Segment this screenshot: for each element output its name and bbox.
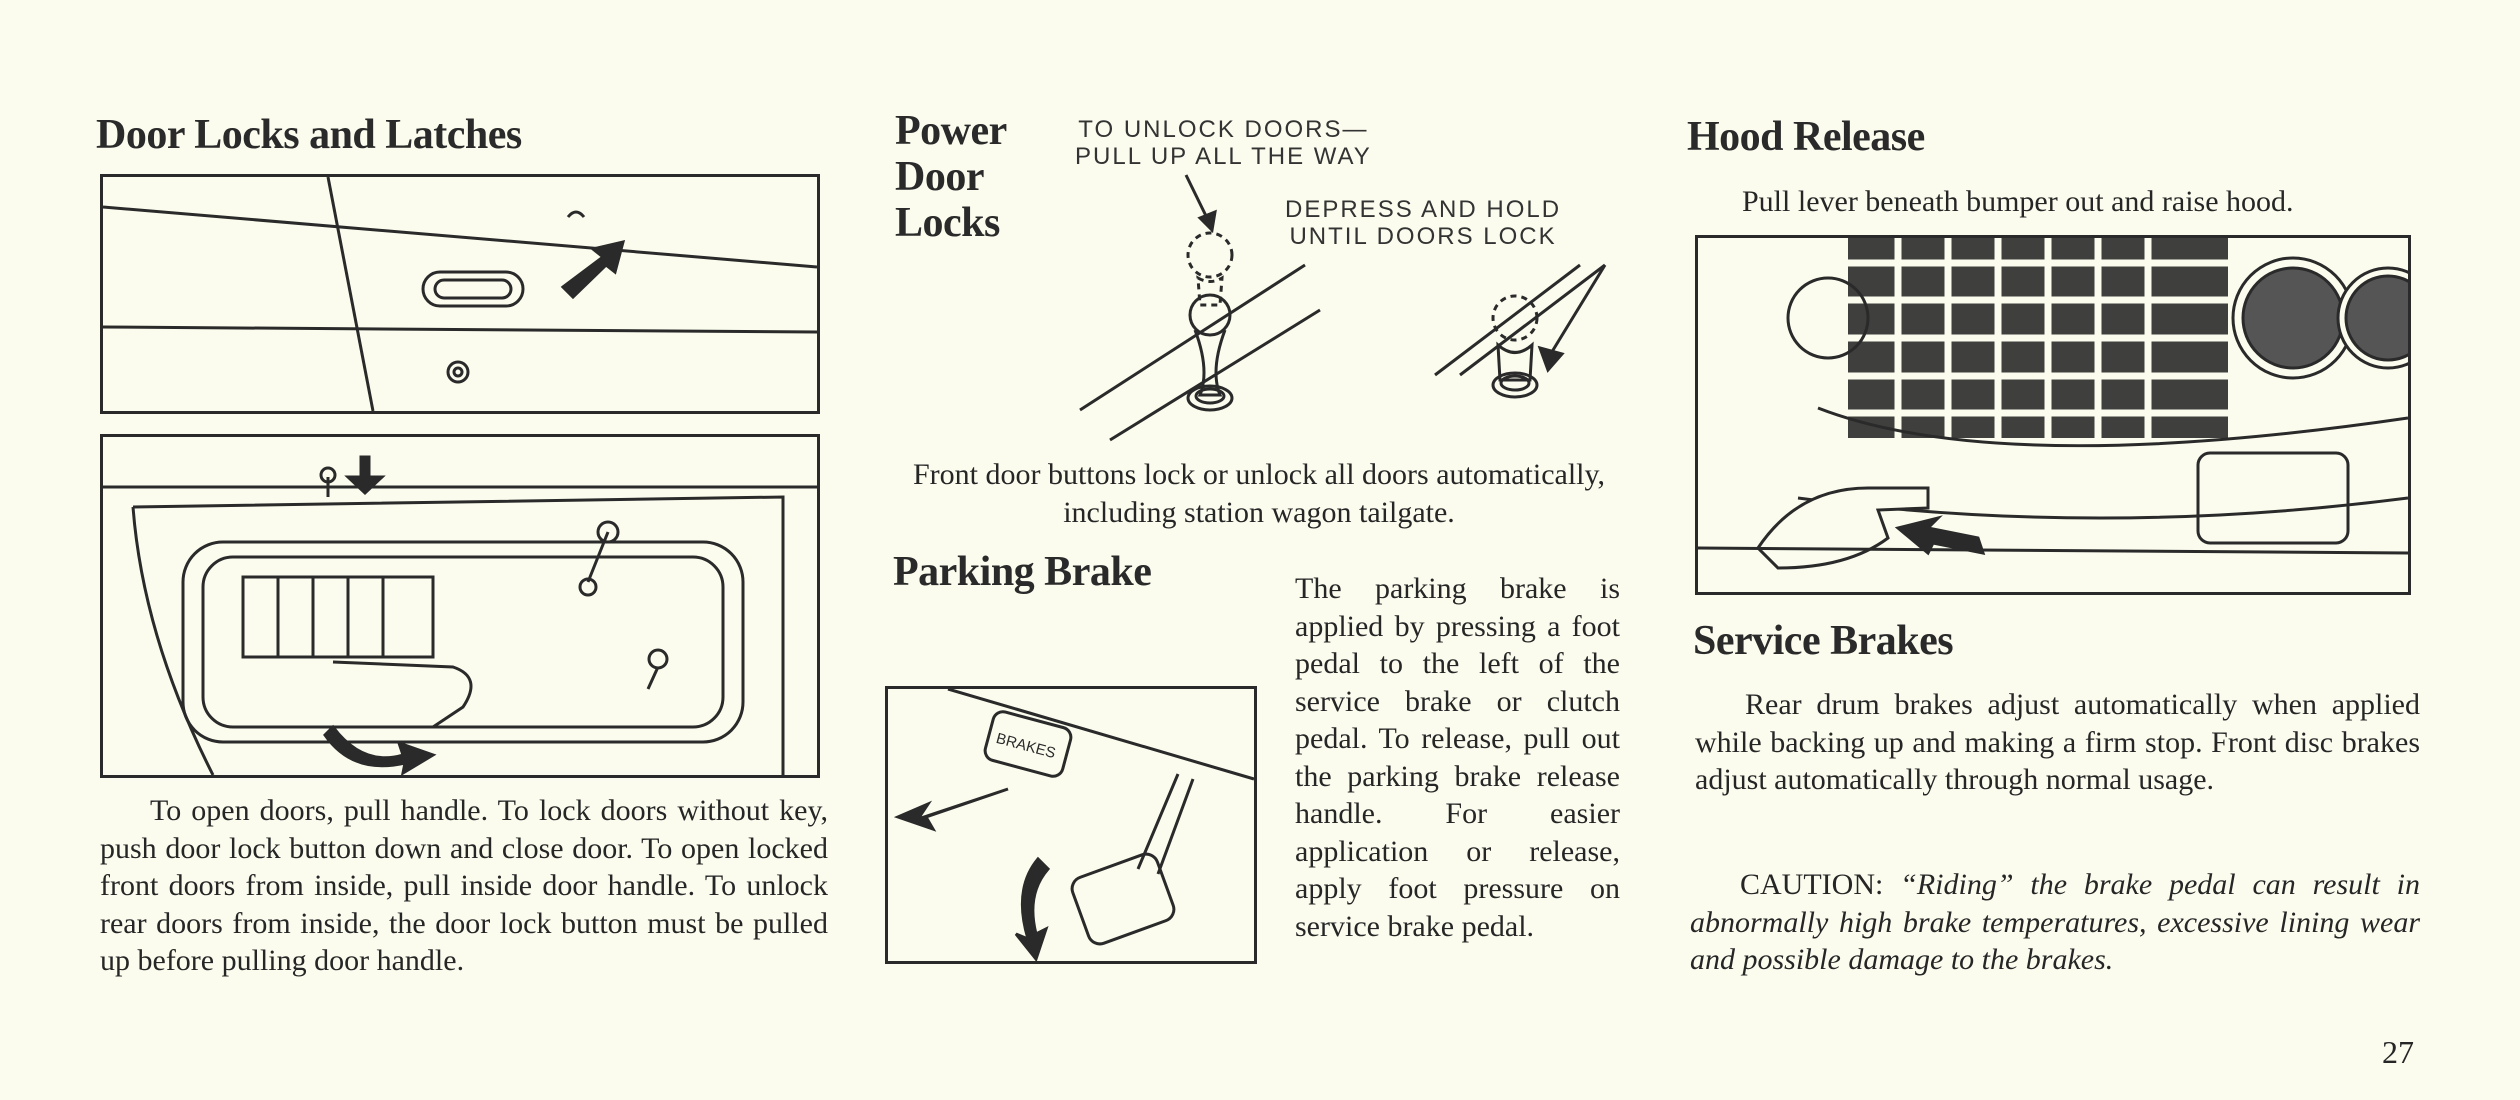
- service-brakes-heading: Service Brakes: [1693, 618, 1954, 664]
- hood-release-illustration: [1695, 235, 2411, 595]
- hood-release-body: Pull lever beneath bumper out and raise …: [1742, 183, 2294, 221]
- caption-line: UNTIL DOORS LOCK: [1289, 223, 1557, 250]
- caption-line: PULL UP ALL THE WAY: [1075, 143, 1372, 170]
- parking-brake-heading: Parking Brake: [893, 549, 1152, 595]
- power-lock-buttons-illustration: [1079, 174, 1607, 442]
- caption-line: DEPRESS AND HOLD: [1285, 196, 1562, 223]
- parking-brake-body: The parking brake is applied by pressing…: [1295, 570, 1620, 945]
- door-locks-heading: Door Locks and Latches: [96, 112, 522, 158]
- service-brakes-body: Rear drum brakes adjust automatically wh…: [1695, 686, 2420, 799]
- unlock-caption: TO UNLOCK DOORS— PULL UP ALL THE WAY: [1075, 116, 1372, 170]
- caution-text: “Riding” the brake pedal can result in a…: [1690, 868, 2421, 976]
- brakes-pedal-label: BRAKES: [994, 730, 1057, 762]
- body-text: Rear drum brakes adjust automatically wh…: [1695, 688, 2420, 796]
- heading-line: Locks: [895, 200, 1000, 246]
- door-interior-illustration: [100, 434, 820, 778]
- door-locks-body: To open doors, pull handle. To lock door…: [100, 794, 828, 977]
- caution-label: CAUTION:: [1740, 868, 1884, 901]
- caption-line: TO UNLOCK DOORS—: [1078, 116, 1369, 143]
- parking-brake-illustration: BRAKES: [885, 686, 1257, 964]
- caution-note: CAUTION: “Riding” the brake pedal can re…: [1690, 866, 2420, 979]
- page-number: 27: [2382, 1034, 2414, 1070]
- door-exterior-illustration: [100, 174, 820, 414]
- power-door-locks-body: Front door buttons lock or unlock all do…: [895, 456, 1623, 531]
- body-text: The parking brake is applied by pressing…: [1295, 572, 1620, 943]
- heading-line: Door: [895, 154, 984, 200]
- lock-caption: DEPRESS AND HOLD UNTIL DOORS LOCK: [1285, 196, 1561, 250]
- hood-release-heading: Hood Release: [1687, 114, 1925, 160]
- power-door-locks-heading: Power Door Locks: [895, 108, 1007, 246]
- body-text: Pull lever beneath bumper out and raise …: [1742, 185, 2294, 218]
- body-text: Front door buttons lock or unlock all do…: [912, 458, 1606, 529]
- heading-line: Power: [895, 108, 1007, 154]
